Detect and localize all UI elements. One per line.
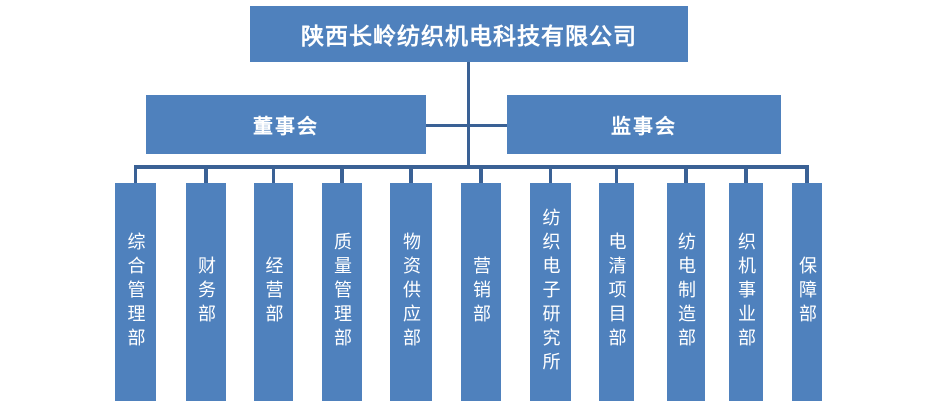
department-label: 织机事业部: [736, 232, 756, 352]
org-node-yarn-clearer-project-dept: 电清项目部: [599, 183, 634, 401]
department-label: 综合管理部: [125, 232, 146, 352]
connector-stub: [744, 165, 748, 184]
org-node-quality-management-dept: 质量管理部: [322, 183, 362, 401]
org-node-board-of-supervisors: 监事会: [507, 95, 781, 154]
connector-stub: [805, 165, 809, 184]
department-label: 纺电制造部: [676, 232, 696, 352]
department-label: 营销部: [471, 256, 491, 328]
org-node-marketing-dept: 营销部: [461, 183, 501, 401]
connector-stub: [204, 165, 208, 184]
board-of-supervisors-label: 监事会: [611, 116, 677, 138]
connector-stub: [133, 165, 138, 184]
org-node-company: 陕西长岭纺织机电科技有限公司: [250, 6, 688, 62]
org-node-operations-dept: 经营部: [254, 183, 293, 401]
department-label: 电清项目部: [606, 232, 627, 352]
org-node-general-management-dept: 综合管理部: [115, 183, 156, 401]
department-label: 财务部: [196, 256, 216, 328]
org-node-board-of-directors: 董事会: [146, 95, 426, 154]
org-node-loom-business-dept: 织机事业部: [729, 183, 763, 401]
connector-stub: [409, 165, 413, 184]
connector-cross-line: [426, 123, 507, 127]
connector-stub: [614, 165, 619, 184]
org-node-textile-electric-manufacturing-dept: 纺电制造部: [667, 183, 705, 401]
connector-stub: [684, 165, 688, 184]
department-label: 物资供应部: [401, 232, 421, 352]
department-label: 经营部: [263, 256, 284, 328]
org-node-finance-dept: 财务部: [186, 183, 226, 401]
department-label: 纺织电子研究所: [540, 208, 561, 376]
connector-stub: [340, 165, 344, 184]
department-label: 质量管理部: [332, 232, 352, 352]
department-label: 保障部: [797, 256, 817, 328]
connector-stub: [548, 165, 553, 184]
company-name-label: 陕西长岭纺织机电科技有限公司: [301, 23, 637, 49]
org-node-textile-electronics-research-institute: 纺织电子研究所: [530, 183, 571, 401]
org-node-material-supply-dept: 物资供应部: [390, 183, 432, 401]
board-of-directors-label: 董事会: [253, 116, 319, 138]
connector-trunk-line: [466, 62, 470, 168]
connector-stub: [479, 165, 483, 184]
org-node-support-dept: 保障部: [792, 183, 822, 401]
connector-rake-line: [134, 165, 809, 169]
connector-stub: [271, 165, 276, 184]
